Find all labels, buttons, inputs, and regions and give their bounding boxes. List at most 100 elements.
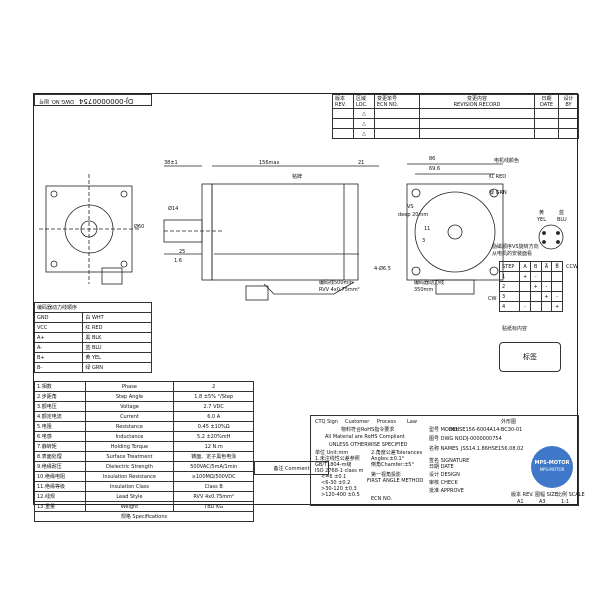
spec-value: 铸面、定子黑色电泳 — [173, 451, 254, 462]
spec-value: TBD KG — [173, 501, 254, 512]
spec-cn: 11.绝缘等级 — [34, 481, 86, 492]
spec-value: 2.7 VDC — [173, 401, 254, 412]
rev-triangle: △ — [353, 108, 375, 119]
step-cell — [540, 301, 553, 312]
step-cell — [519, 291, 531, 302]
encoder-color: 黑 BLK — [82, 332, 152, 343]
dim-holes: 4-Ø6.5 — [374, 266, 391, 272]
step-cell — [551, 281, 563, 292]
design-label: 设计 DESIGN — [429, 472, 460, 478]
ver-value: A1 — [517, 499, 524, 505]
step-cell: 2 — [498, 281, 521, 292]
rev-triangle: △ — [353, 128, 375, 139]
names-label: 名称 NAMES — [429, 446, 459, 452]
spec-value: 5.2 ±20%mH — [173, 431, 254, 442]
title-block: CTQ Sign Customer Process Law 物料符合RoHS指令… — [310, 415, 585, 506]
dim-69: 69.6 — [429, 166, 441, 172]
dim-11: 11 — [424, 226, 431, 232]
step-cell: + — [519, 271, 531, 282]
dim-shaft: Ø14 — [168, 206, 179, 212]
step-cell — [519, 281, 531, 292]
step-cell: - — [529, 271, 542, 282]
label-box: 标签 — [499, 342, 561, 372]
drawing-number-box: DWG NO. 图号 DJ-0000000754 — [34, 94, 152, 106]
spec-en: Dielectric Strength — [84, 461, 175, 472]
spec-en: Lead Style — [84, 491, 175, 502]
step-header: A̅ — [540, 261, 553, 272]
step-table: STEP A B A̅ B̅ 1+- 2+- 3+- 4-+ — [498, 261, 563, 312]
step-cell — [540, 271, 553, 282]
model-value: 86HSE156-6004A14-BC30-01 — [449, 427, 523, 433]
projection-cn: 第一视角投影 — [371, 472, 402, 478]
logo: MPS-MOTOR MPS-MOTOR — [531, 446, 573, 488]
step-cell — [529, 291, 542, 302]
motor-drawing — [39, 163, 564, 301]
ctq-law: Law — [407, 419, 417, 425]
unless-spec: UNLESS OTHERWISE SPECIFIED — [329, 442, 408, 448]
spec-value: 12 N.m — [173, 441, 254, 452]
approve-label: 批准 APPROVE — [429, 488, 464, 494]
comment-label: 备注 Comment — [273, 466, 310, 472]
ecn-no: ECN NO. — [371, 496, 393, 502]
encoder-color: 绿 GRN — [82, 362, 152, 373]
spec-en: Step Angle — [84, 391, 175, 402]
tol-row: >30-120 ±0.3 — [321, 486, 357, 492]
step-cell: + — [551, 301, 563, 312]
spec-en: Weight — [84, 501, 175, 512]
spec-cn: 9.绝缘耐压 — [34, 461, 86, 472]
dim-deep: deep 20mm — [398, 212, 429, 218]
dwg-label: 图号 DWG NO. — [429, 436, 464, 442]
side-view-body — [211, 183, 359, 281]
angle-3: 倒角Chamfer:±5° — [371, 462, 414, 468]
size-label: 图幅 SIZE — [535, 492, 558, 498]
encoder-cable: 编码器动力线 — [414, 280, 445, 286]
spec-cn: 4.额定电流 — [34, 411, 86, 422]
spec-cn: 8.表面处理 — [34, 451, 86, 462]
unit: 单位 Unit:mm — [315, 450, 349, 456]
encoder-pin: A- — [33, 342, 84, 353]
tol-row: <=6 ±0.1 — [321, 474, 347, 480]
spec-value: 2 — [173, 381, 254, 392]
step-cell: + — [540, 291, 553, 302]
comment-box: 备注 Comment — [254, 461, 329, 475]
dim-1-6: 1.6 — [174, 258, 182, 264]
spec-cn: 5.电阻 — [34, 421, 86, 432]
dim-3: 3 — [422, 238, 426, 244]
dim-86: 86 — [429, 156, 436, 162]
step-cell: - — [551, 291, 563, 302]
spec-cn: 13.重量 — [34, 501, 86, 512]
tol-row: >120-400 ±0.5 — [321, 492, 360, 498]
spec-footer: 规格 Specifications — [34, 511, 254, 522]
spec-value: ≥100MΩ/500VDC — [173, 471, 254, 482]
spec-en: Surface Treatment — [84, 451, 175, 462]
scale-label: 比例 SCALE — [557, 492, 585, 498]
cw-label: CW — [488, 296, 497, 302]
encoder-pin: VCC — [33, 322, 84, 333]
encoder-color: 白 WHT — [82, 312, 152, 323]
encoder-pin: A+ — [33, 332, 84, 343]
check-label: 审核 CHECK — [429, 480, 458, 486]
tol-row: <6-30 ±0.2 — [321, 480, 351, 486]
nameplate-label: 铭牌 — [292, 174, 303, 180]
wire-blu-en: BLU — [557, 217, 567, 223]
wire-red: 红 RED — [489, 174, 507, 180]
dim-38: 38±1 — [164, 160, 178, 166]
spec-cn: 7.静转矩 — [34, 441, 86, 452]
drawing-no-label: DWG NO. 图号 — [39, 98, 74, 104]
spec-value: 1.8 ±5% °/Step — [173, 391, 254, 402]
spec-en: Insulation Resistance — [84, 471, 175, 482]
spec-en: Voltage — [84, 401, 175, 412]
spec-value: 500VAC/5mA/1min — [173, 461, 254, 472]
side-view-flange — [201, 183, 213, 281]
encoder-color: 红 RED — [82, 322, 152, 333]
cable-length: 编码线500min — [319, 280, 353, 286]
spec-en: Phase — [84, 381, 175, 392]
